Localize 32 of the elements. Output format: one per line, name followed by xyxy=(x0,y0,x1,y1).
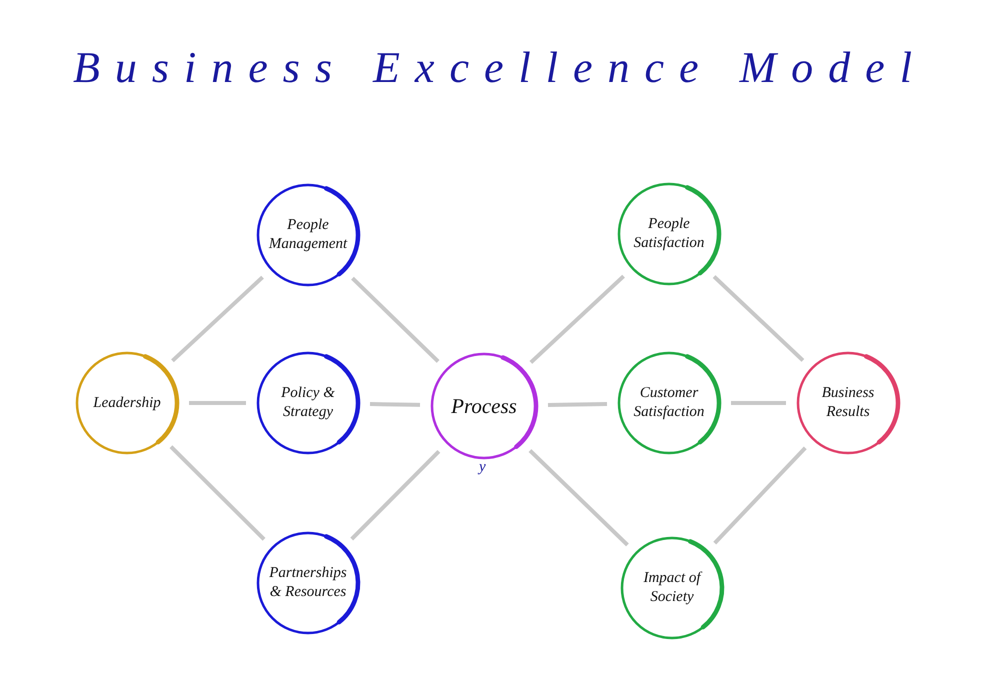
diagram-title: Business Excellence Model xyxy=(72,42,928,93)
circle-node xyxy=(256,531,360,635)
node-label: Process xyxy=(451,392,517,420)
connector-line xyxy=(350,450,440,540)
circle-node xyxy=(796,351,900,455)
circle-node xyxy=(256,351,360,455)
connector-line xyxy=(713,446,807,544)
circle-node xyxy=(75,351,179,455)
node-label: Impact of Society xyxy=(642,569,704,607)
node-label: Customer Satisfaction xyxy=(632,384,706,422)
node-label: Leadership xyxy=(93,394,161,412)
connector-line xyxy=(712,275,804,362)
node-label: Business Results xyxy=(820,384,876,422)
connector-line xyxy=(370,402,420,407)
note-text: y xyxy=(479,459,486,476)
connector-line xyxy=(528,449,629,546)
node-label: People Satisfaction xyxy=(632,215,706,253)
node-label: Partnerships & Resources xyxy=(268,564,348,602)
circle-node xyxy=(617,182,721,286)
connector-line xyxy=(530,274,625,364)
node-label: Policy & Strategy xyxy=(280,384,336,422)
circle-node xyxy=(617,351,721,455)
connector-line xyxy=(170,445,266,541)
connector-line xyxy=(731,401,786,405)
connector-line xyxy=(189,401,246,405)
circle-node xyxy=(620,536,724,640)
connector-line xyxy=(548,402,608,407)
node-label: People Management xyxy=(268,216,348,254)
circle-node xyxy=(256,183,360,287)
connector-line xyxy=(351,276,440,363)
circle-node xyxy=(430,352,538,460)
connector-line xyxy=(171,276,264,362)
